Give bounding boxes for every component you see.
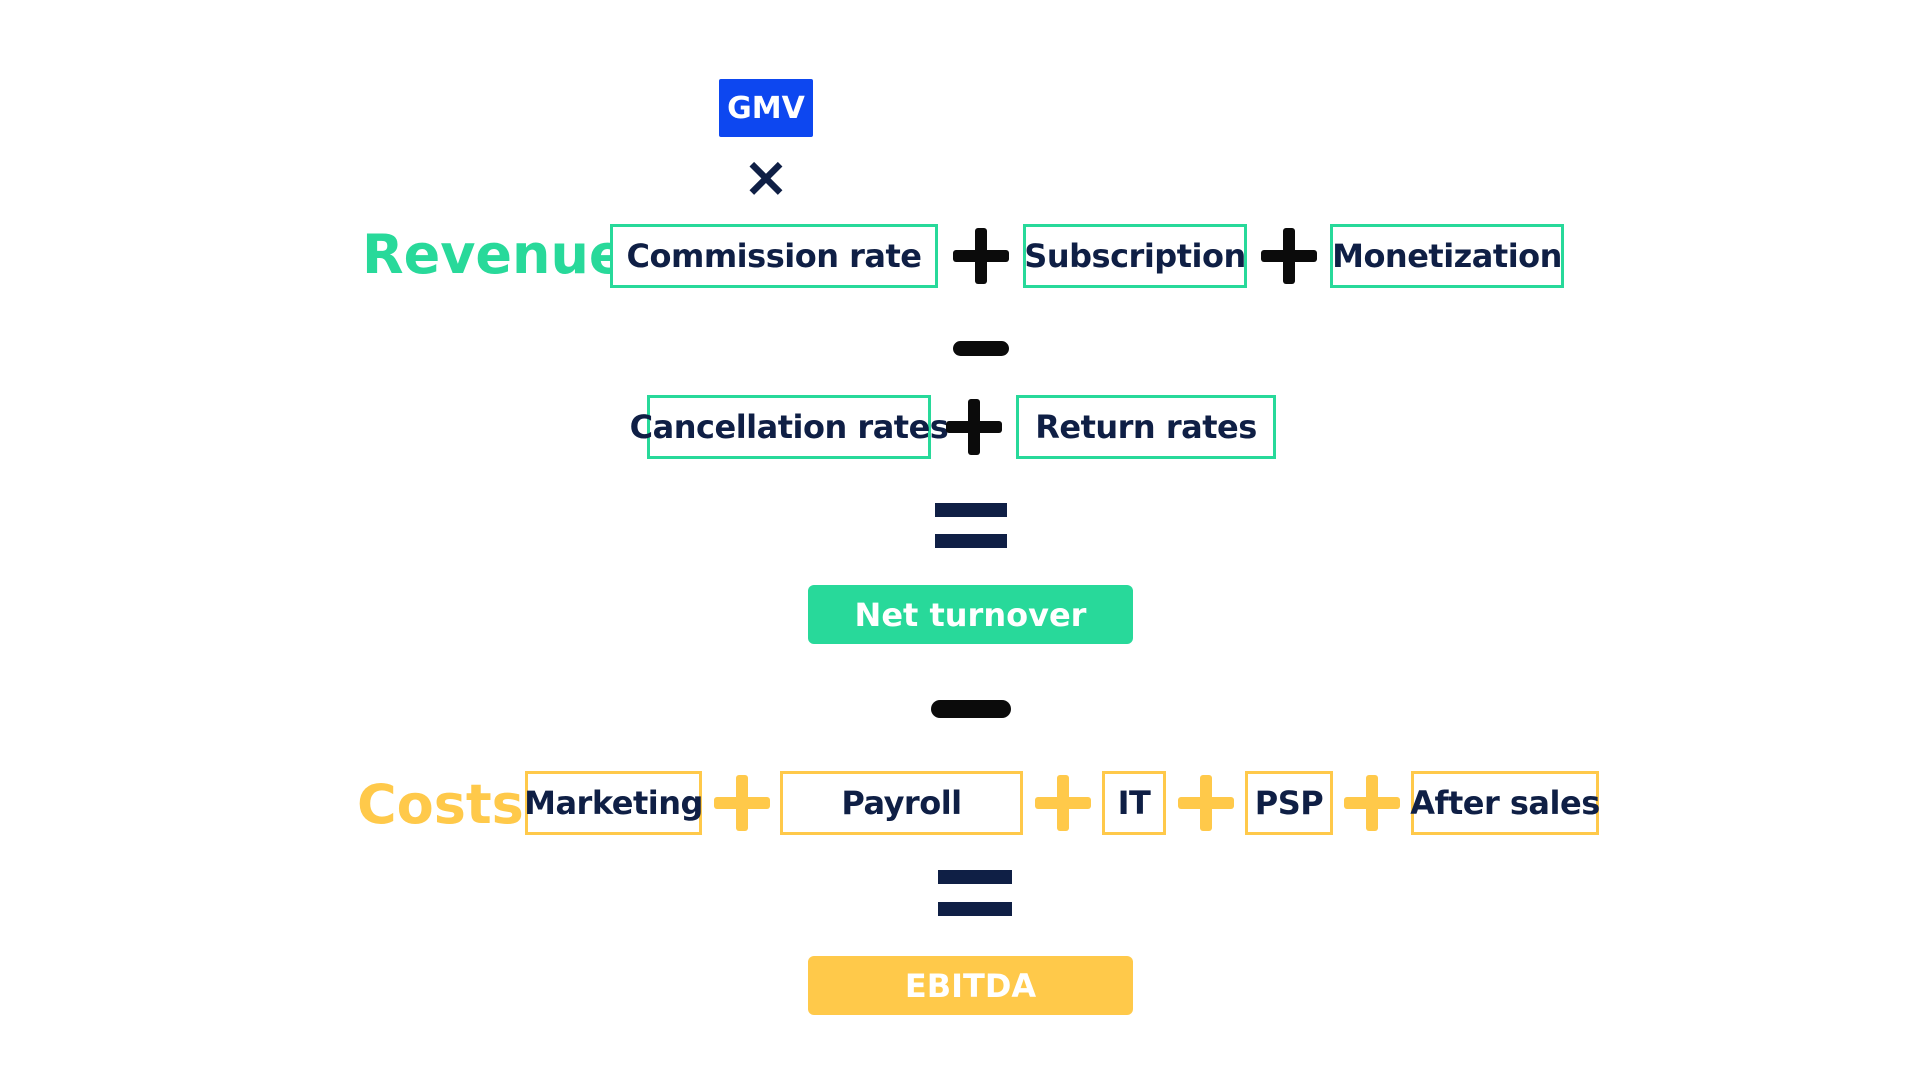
- cost-item-marketing: Marketing: [524, 771, 703, 835]
- plus-icon: [1261, 228, 1317, 284]
- plus-icon: [953, 228, 1009, 284]
- revenue-item-monetization: Monetization: [1330, 224, 1564, 288]
- plus-icon: [1035, 775, 1091, 831]
- gmv-label: GMV: [719, 79, 813, 137]
- net-turnover-result: Net turnover: [808, 585, 1133, 644]
- times-icon: ×: [742, 145, 790, 210]
- cost-item-psp: PSP: [1245, 771, 1333, 835]
- equals-icon: [938, 870, 1012, 916]
- cost-item-after-sales: After sales: [1410, 771, 1600, 835]
- plus-icon: [946, 399, 1002, 455]
- revenue-item-commission-rate: Commission rate: [610, 224, 938, 288]
- equals-icon: [935, 503, 1007, 548]
- plus-icon: [1178, 775, 1234, 831]
- cost-item-it: IT: [1102, 771, 1166, 835]
- minus-icon: [953, 341, 1009, 356]
- costs-title: Costs: [357, 773, 524, 836]
- deduction-item-return-rates: Return rates: [1016, 395, 1276, 459]
- minus-icon: [931, 700, 1011, 718]
- plus-icon: [714, 775, 770, 831]
- plus-icon: [1344, 775, 1400, 831]
- cost-item-payroll: Payroll: [780, 771, 1023, 835]
- revenue-item-subscription: Subscription: [1023, 224, 1247, 288]
- ebitda-result: EBITDA: [808, 956, 1133, 1015]
- deduction-item-cancellation-rates: Cancellation rates: [630, 395, 949, 459]
- revenues-title: Revenues: [362, 223, 658, 286]
